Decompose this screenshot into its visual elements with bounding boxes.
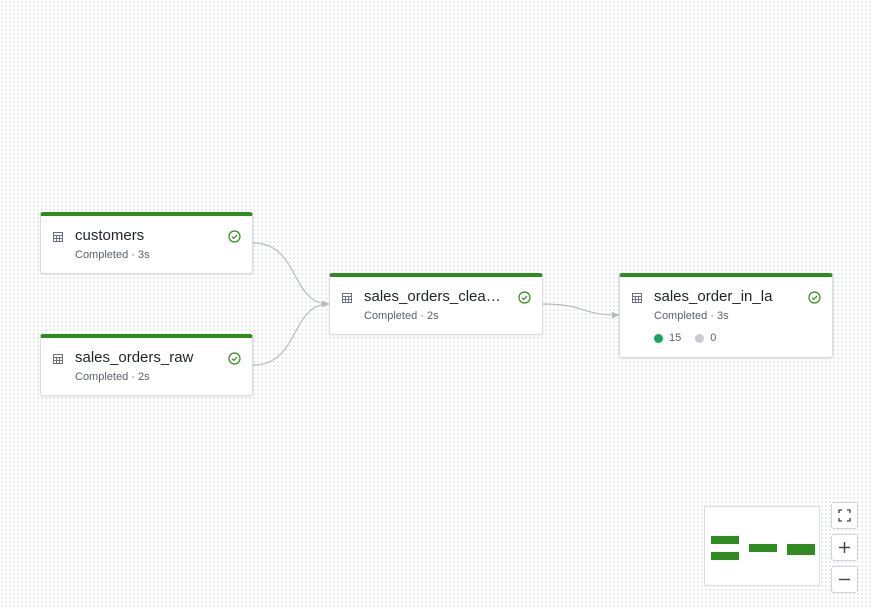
node-status: Completed · 3s — [75, 249, 150, 261]
check-circle-icon — [518, 291, 531, 304]
node-sales-orders-cleaned[interactable]: sales_orders_clea… Completed · 2s — [329, 273, 543, 335]
plus-icon — [839, 542, 850, 553]
check-circle-icon — [228, 230, 241, 243]
passed-dot-icon — [654, 333, 663, 343]
minimap-node-customers — [711, 536, 739, 544]
node-title: sales_orders_clea… — [364, 288, 501, 305]
failed-count: 0 — [710, 332, 717, 344]
check-circle-icon — [808, 291, 821, 304]
node-sales-order-in-la[interactable]: sales_order_in_la Completed · 3s 15 0 — [619, 273, 833, 358]
passed-count: 15 — [669, 332, 682, 344]
node-title: customers — [75, 227, 145, 244]
edge-sales-orders-cleaned-to-sales-order-in-la — [542, 303, 620, 319]
table-icon — [53, 232, 63, 242]
zoom-in-button[interactable] — [831, 534, 858, 561]
node-customers[interactable]: customers Completed · 3s — [40, 212, 253, 274]
minimap[interactable] — [704, 506, 820, 586]
minimap-node-sales-orders-cleaned — [749, 544, 777, 552]
table-icon — [53, 354, 63, 364]
minimap-node-sales-order-in-la — [787, 544, 815, 555]
node-sales-orders-raw[interactable]: sales_orders_raw Completed · 2s — [40, 334, 253, 396]
edge-sales-orders-raw-to-sales-orders-cleaned — [252, 300, 330, 366]
minus-icon — [839, 578, 850, 581]
minimap-node-sales-orders-raw — [711, 552, 739, 560]
fit-view-icon — [838, 509, 851, 522]
node-status: Completed · 2s — [364, 310, 439, 322]
expectation-counts: 15 0 — [654, 332, 716, 344]
table-icon — [632, 293, 642, 303]
check-circle-icon — [228, 352, 241, 365]
edge-customers-to-sales-orders-cleaned — [252, 242, 330, 308]
node-title: sales_order_in_la — [654, 288, 773, 305]
node-status: Completed · 3s — [654, 310, 729, 322]
failed-dot-icon — [695, 333, 705, 343]
zoom-out-button[interactable] — [831, 566, 858, 593]
node-title: sales_orders_raw — [75, 349, 194, 366]
fit-view-button[interactable] — [831, 502, 858, 529]
node-status: Completed · 2s — [75, 371, 150, 383]
table-icon — [342, 293, 352, 303]
